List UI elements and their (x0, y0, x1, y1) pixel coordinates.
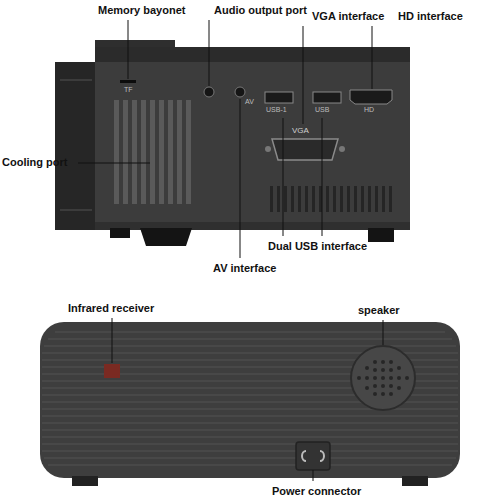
part-label: HD interface (398, 10, 463, 22)
vga-screw (339, 146, 345, 152)
leader-line (78, 163, 150, 164)
foot (110, 228, 130, 238)
top-face (95, 47, 410, 63)
part-label: Infrared receiver (68, 302, 154, 314)
rear-view (55, 40, 410, 246)
leader-line (283, 118, 284, 236)
lens-ridge (60, 79, 92, 81)
part-label: AV interface (213, 262, 276, 274)
lens-ridge (60, 209, 92, 211)
front-foot (140, 228, 192, 246)
av-jack (235, 87, 245, 97)
foot (368, 228, 394, 242)
leader-line (209, 20, 210, 86)
port-marking: VGA (292, 127, 309, 136)
part-label: speaker (358, 304, 400, 316)
port-marking: USB-1 (266, 106, 287, 114)
port-marking: USB (315, 106, 329, 114)
top-view (40, 322, 460, 486)
foot (402, 476, 428, 486)
surface-stripes (42, 332, 458, 465)
speaker-holes (357, 360, 409, 396)
power-socket (296, 442, 330, 470)
leader-line (303, 26, 304, 124)
part-label: Cooling port (2, 156, 67, 168)
leader-line (240, 99, 241, 258)
leader-lines (78, 20, 383, 481)
leader-line (313, 470, 314, 481)
vga-screw (265, 146, 271, 152)
leader-line (372, 26, 373, 89)
leader-line (322, 118, 323, 236)
power-pins (302, 451, 324, 461)
audio-jack (204, 87, 214, 97)
cooling-vents (114, 100, 191, 204)
speaker-grille (351, 346, 415, 410)
infrared-window (104, 364, 120, 378)
port-marking: TF (124, 86, 133, 94)
tf-slot (120, 80, 136, 83)
foot (72, 476, 98, 486)
body-top (40, 322, 460, 478)
rear-face (95, 62, 410, 230)
part-label: Dual USB interface (268, 240, 367, 252)
hd-port (350, 90, 392, 104)
leader-line (383, 320, 384, 345)
port-marking: HD (364, 106, 374, 114)
usb-port (265, 92, 293, 103)
part-label: Power connector (272, 485, 361, 497)
lens-side (55, 62, 97, 230)
part-label: Audio output port (214, 4, 307, 16)
port-marking: AV (245, 98, 254, 106)
bottom-vents (270, 186, 392, 212)
part-label: Memory bayonet (98, 4, 185, 16)
usb-port (313, 92, 341, 103)
leader-line (128, 20, 129, 79)
vga-port (272, 139, 338, 160)
leader-line (112, 318, 113, 363)
part-label: VGA interface (312, 10, 384, 22)
